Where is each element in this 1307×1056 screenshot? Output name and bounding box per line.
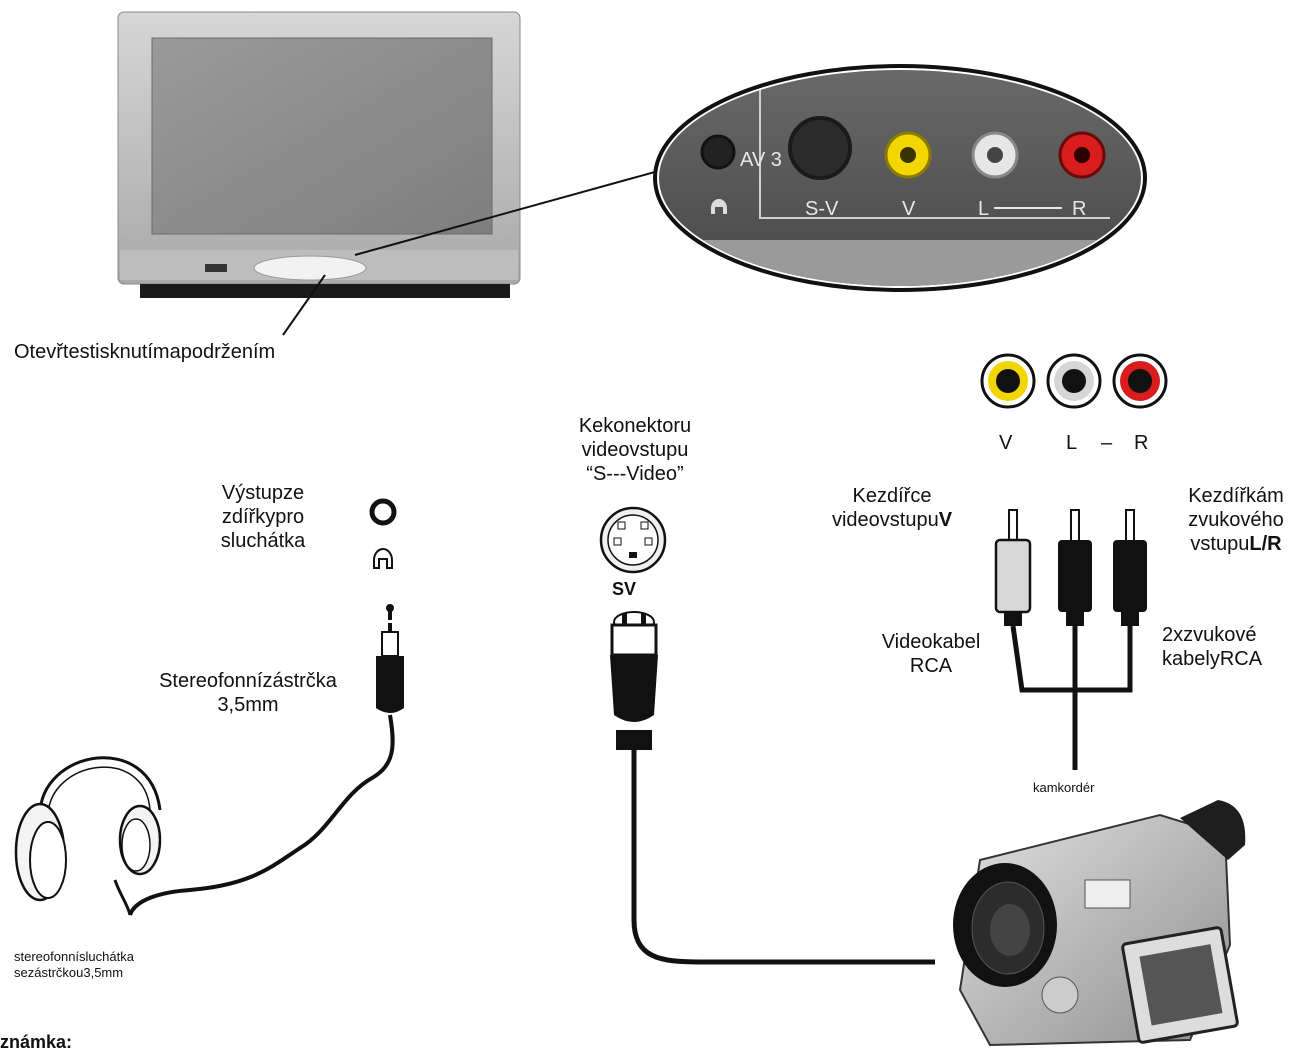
- audio-input-line-1: Kezdířkám: [1188, 485, 1284, 507]
- stereo-plug: [376, 604, 404, 713]
- video-input-label: Kezdířce videovstupuV: [816, 484, 968, 532]
- camcorder-illustration: [953, 800, 1246, 1047]
- headphone-small-icon: [711, 199, 727, 214]
- headphone-output-label: Výstupze zdířkypro sluchátka: [200, 481, 326, 553]
- headphone-output-line-3: sluchátka: [220, 530, 306, 552]
- rca-l-label: L: [1066, 432, 1078, 454]
- audio-input-lr-bold: L/R: [1249, 533, 1282, 555]
- stereo-plug-line-2: 3,5mm: [217, 694, 279, 716]
- svideo-socket-symbol: [599, 506, 667, 574]
- svideo-connector-line-1: Kekonektoru: [578, 415, 692, 437]
- video-cable-line-2: RCA: [909, 655, 953, 677]
- camcorder-label: kamkordér: [1033, 780, 1095, 795]
- audio-cables-label: 2xzvukové kabelyRCA: [1162, 623, 1262, 671]
- note-label: známka:: [0, 1032, 73, 1052]
- panel-av-label: AV 3: [740, 149, 782, 171]
- panel-l-label: L: [978, 198, 989, 220]
- rca-jack-row: [980, 353, 1168, 409]
- open-instruction-label: Otevřtestisknutímapodržením: [14, 341, 276, 363]
- headphone-icon: [373, 548, 393, 569]
- headphones-caption: stereofonnísluchátka sezástrčkou3,5mm: [14, 949, 134, 981]
- rca-r-label: R: [1134, 432, 1149, 454]
- headphone-output-line-2: zdířkypro: [221, 506, 305, 528]
- rca-v-label: V: [999, 432, 1013, 454]
- svideo-connector-label: Kekonektoru videovstupu “S---Video”: [560, 414, 710, 486]
- audio-cables-line-1: 2xzvukové: [1162, 624, 1257, 646]
- stereo-plug-line-1: Stereofonnízástrčka: [159, 670, 337, 692]
- headphones-caption-line-2: sezástrčkou3,5mm: [14, 965, 124, 980]
- audio-input-line-2: zvukového: [1188, 509, 1284, 531]
- stereo-plug-label: Stereofonnízástrčka 3,5mm: [142, 669, 354, 717]
- leader-line-open: [282, 274, 326, 336]
- television: [117, 11, 521, 298]
- svideo-connector-line-3: “S---Video”: [586, 463, 684, 485]
- headphones-caption-line-1: stereofonnísluchátka: [14, 949, 134, 964]
- video-input-v-bold: V: [938, 509, 953, 531]
- svideo-cable: [631, 748, 935, 965]
- leader-line-panel: [354, 169, 663, 256]
- audio-input-line-3: vstupu: [1190, 533, 1250, 555]
- sv-symbol-label: SV: [612, 579, 637, 599]
- headphone-cable: [128, 714, 395, 916]
- svideo-connector-line-2: videovstupu: [581, 439, 689, 461]
- svideo-plug: [610, 611, 658, 750]
- panel-sv-label: S-V: [805, 198, 839, 220]
- connector-panel-zoom: AV 3 S-V V L R: [653, 64, 1147, 292]
- video-input-line-2: videovstupu: [831, 509, 939, 531]
- headphone-jack-symbol: [369, 498, 397, 526]
- video-cable-line-1: Videokabel: [881, 631, 981, 653]
- video-input-line-1: Kezdířce: [852, 485, 932, 507]
- panel-r-label: R: [1072, 198, 1086, 220]
- headphone-output-line-1: Výstupze: [221, 482, 305, 504]
- rca-cables: [1010, 625, 1133, 770]
- video-cable-label: Videokabel RCA: [862, 630, 1000, 678]
- panel-v-label: V: [902, 198, 916, 220]
- audio-cables-line-2: kabelyRCA: [1162, 648, 1263, 670]
- rca-plugs: [994, 509, 1147, 626]
- rca-dash-label: –: [1101, 432, 1113, 454]
- audio-input-label: Kezdířkám zvukového vstupuL/R: [1168, 484, 1304, 556]
- headphones-illustration: [14, 756, 162, 902]
